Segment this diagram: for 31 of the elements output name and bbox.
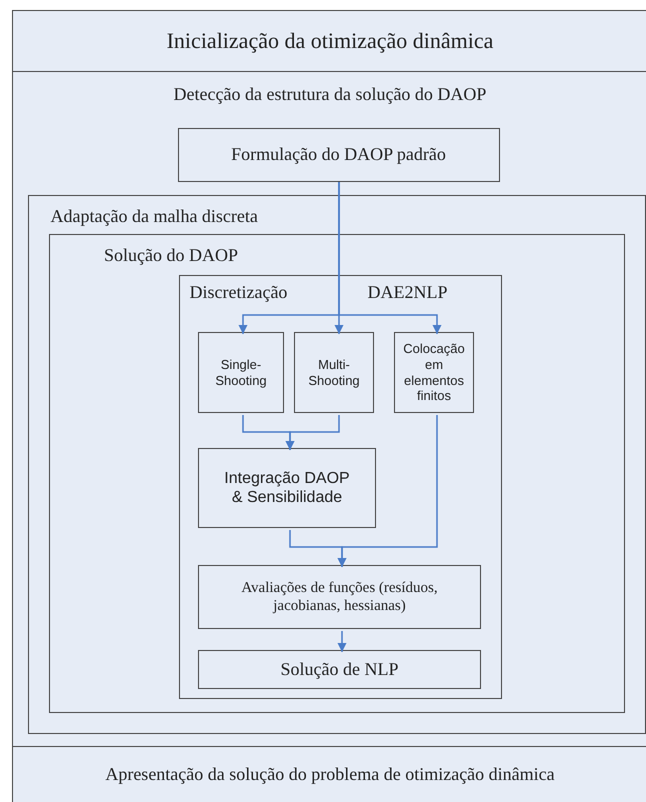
process-box xyxy=(198,565,481,629)
process-box xyxy=(394,332,474,413)
container-box xyxy=(178,274,502,698)
process-box xyxy=(198,650,481,689)
process-box xyxy=(198,332,284,413)
node-label: Single- Shooting xyxy=(214,356,268,388)
node-label: Avaliações de funções (resíduos, jacobianas, hessianas) xyxy=(240,579,439,615)
node-label: Apresentação da solução do problema de otimização dinâmica xyxy=(105,764,555,786)
node-label: Detecção da estrutura da solução do DAOP xyxy=(172,84,488,106)
node-label: Solução do DAOP xyxy=(104,245,238,267)
section-band xyxy=(12,71,646,747)
process-box xyxy=(294,332,374,413)
process-box xyxy=(198,448,376,528)
node-label: Discretização xyxy=(190,282,288,304)
node-label: Integração DAOP & Sensibilidade xyxy=(223,468,351,508)
header-band xyxy=(12,10,646,72)
node-label: Adaptação da malha discreta xyxy=(50,206,258,228)
node-label: Multi- Shooting xyxy=(307,356,361,388)
arrow xyxy=(338,182,442,334)
node-label: Formulação do DAOP padrão xyxy=(231,144,446,166)
node-label: Solução de NLP xyxy=(280,658,398,680)
container-box xyxy=(49,234,625,713)
node-label: Colocação em elementos finitos xyxy=(402,341,466,404)
container-box xyxy=(28,194,646,734)
node-label: DAE2NLP xyxy=(368,282,448,304)
process-box xyxy=(178,128,500,182)
footer-band xyxy=(12,746,646,802)
arrow xyxy=(338,631,346,652)
arrow xyxy=(286,415,340,450)
node-label: Inicialização da otimização dinâmica xyxy=(166,28,494,54)
arrow xyxy=(338,415,438,567)
